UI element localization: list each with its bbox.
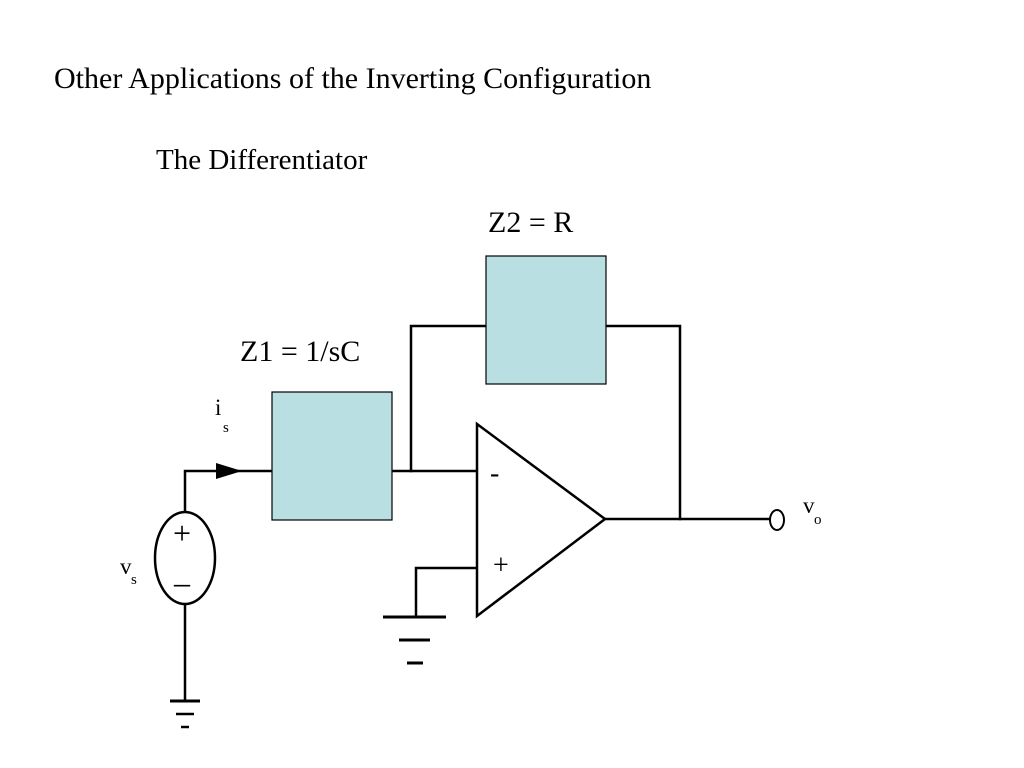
wire-noninverting: [414, 566, 479, 618]
source-voltage-subscript: s: [131, 572, 137, 588]
output-terminal: [769, 509, 785, 531]
current-label: i: [215, 395, 222, 420]
z2-impedance-box: [485, 255, 607, 385]
opamp-triangle: [475, 421, 608, 619]
z1-label: Z1 = 1/sC: [240, 335, 361, 368]
voltage-source-circle: [153, 510, 217, 606]
current-arrow: [216, 463, 242, 479]
source-minus-sign: –: [174, 564, 190, 600]
ground-symbol-opamp: [383, 615, 446, 665]
source-plus-sign: +: [173, 515, 192, 551]
current-label-subscript: s: [223, 420, 229, 436]
output-voltage-subscript: o: [814, 512, 822, 528]
slide-subtitle: The Differentiator: [156, 144, 368, 176]
source-voltage-label: v: [120, 554, 132, 579]
z1-impedance-box: [271, 391, 393, 521]
z2-label: Z2 = R: [488, 206, 574, 239]
ground-symbol-source: [170, 699, 200, 729]
wire-feedback-right: [604, 324, 682, 521]
slide-title: Other Applications of the Inverting Conf…: [54, 62, 652, 95]
output-voltage-label: v: [803, 493, 815, 518]
inverting-input-sign: -: [490, 458, 500, 489]
wire-source-top: [183, 469, 274, 514]
noninverting-input-sign: +: [493, 550, 509, 581]
wire-feedback: [409, 324, 488, 473]
